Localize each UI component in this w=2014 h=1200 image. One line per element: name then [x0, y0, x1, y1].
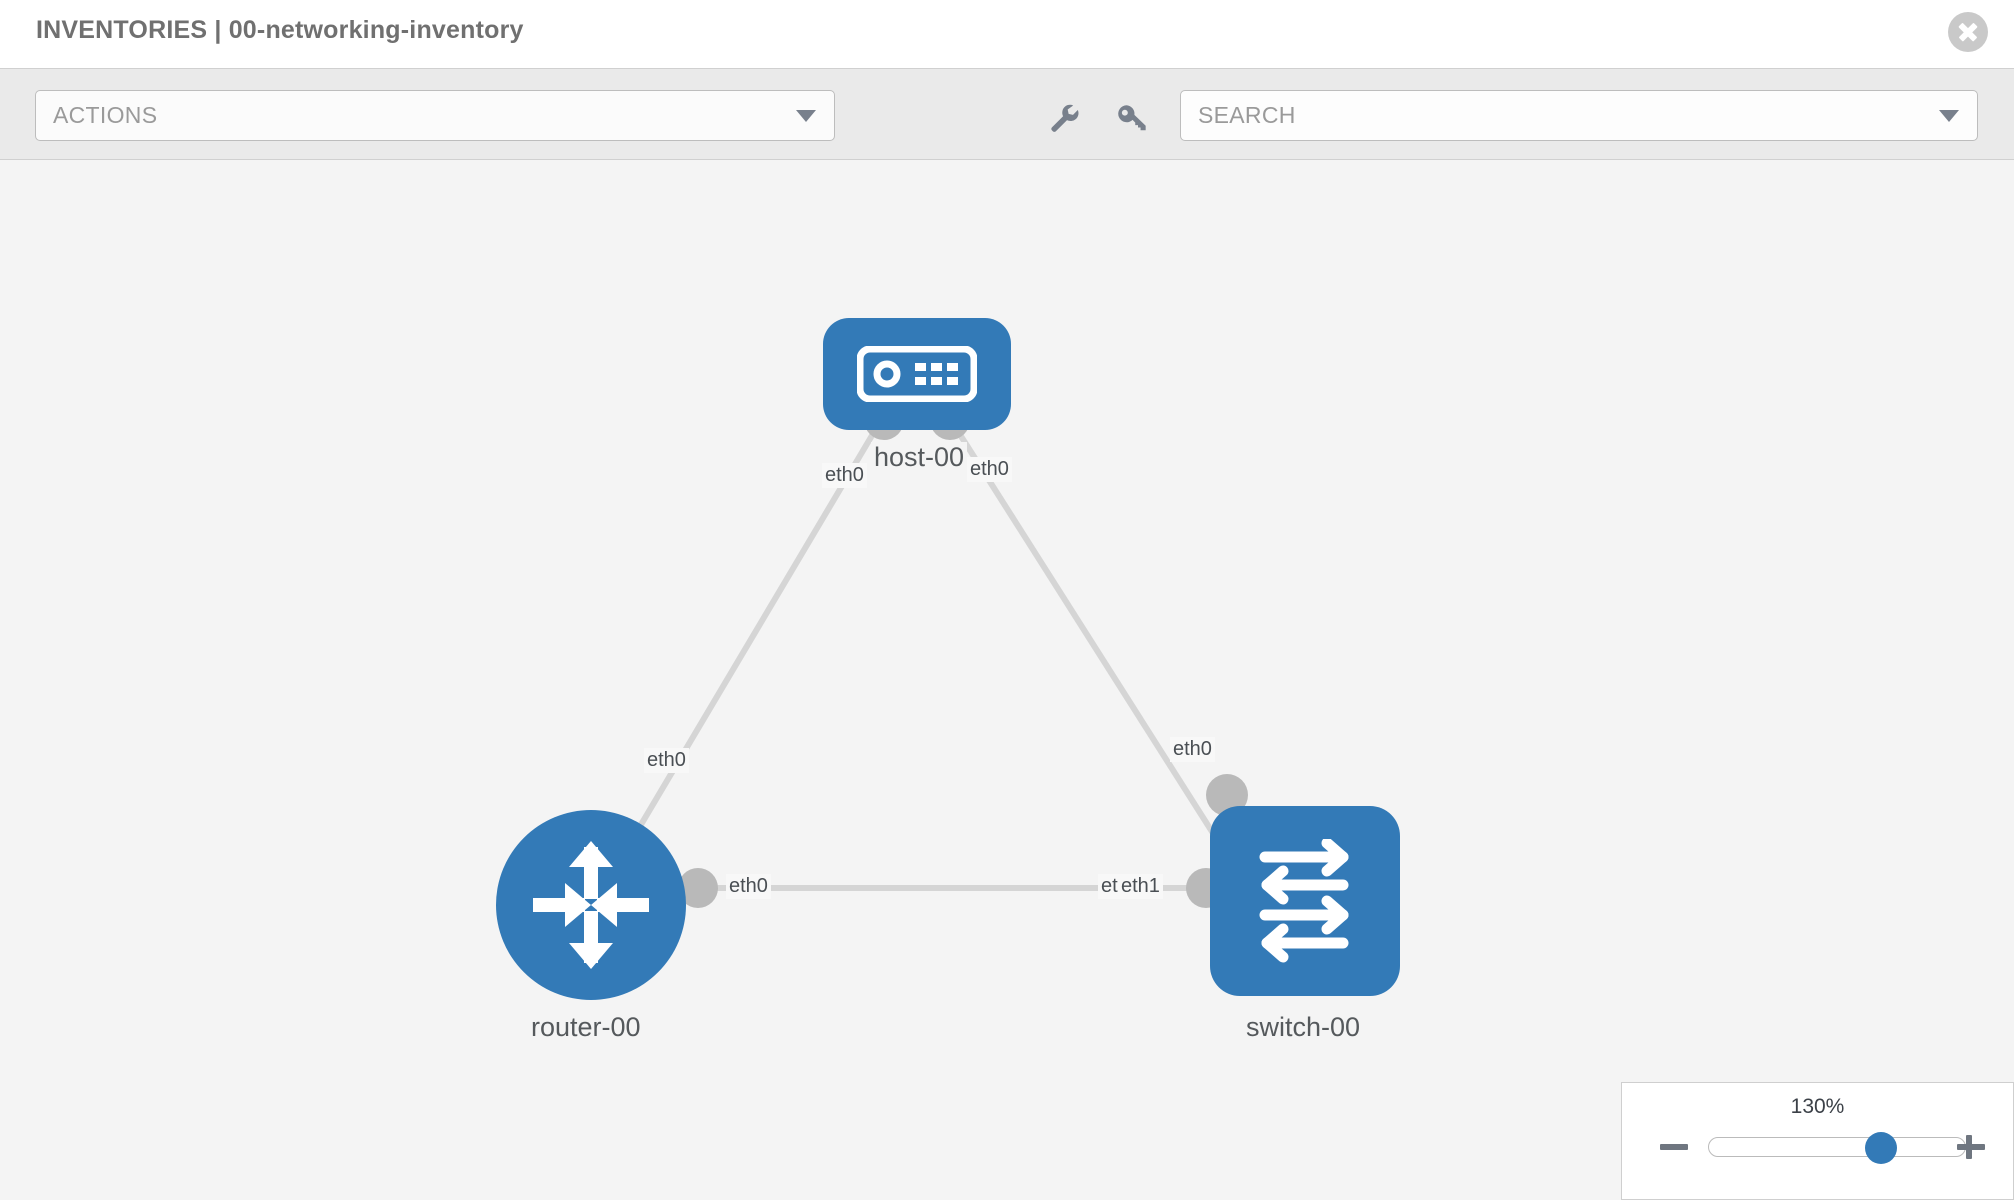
switch-icon: [1243, 837, 1367, 968]
link-host-switch[interactable]: [949, 420, 1233, 862]
node-switch-00[interactable]: [1210, 806, 1400, 996]
edge-label-router-up: eth0: [644, 748, 689, 773]
edge-label-switch-left: eth1: [1118, 874, 1163, 899]
zoom-out-button[interactable]: [1658, 1131, 1690, 1163]
edge-label-host-right: eth0: [967, 457, 1012, 482]
topology-canvas[interactable]: host-00: [0, 160, 2014, 1200]
node-host-00-shape[interactable]: [823, 318, 1011, 430]
search-input-placeholder: SEARCH: [1198, 102, 1296, 128]
edge-label-switch-up: eth0: [1170, 737, 1215, 762]
edge-label-switch-left-occluded: et: [1098, 874, 1121, 899]
zoom-in-button[interactable]: [1955, 1131, 1987, 1163]
node-label-host-00: host-00: [871, 442, 968, 473]
page-title: INVENTORIES | 00-networking-inventory: [36, 16, 524, 44]
zoom-slider-track[interactable]: [1708, 1132, 1966, 1164]
node-router-00[interactable]: [496, 810, 686, 1000]
node-host-00[interactable]: [823, 318, 1011, 430]
node-label-switch-00: switch-00: [1243, 1012, 1364, 1043]
wrench-icon[interactable]: [1046, 101, 1080, 135]
edge-label-host-left: eth0: [822, 463, 867, 488]
node-label-router-00: router-00: [528, 1012, 644, 1043]
router-icon: [525, 839, 657, 976]
close-icon[interactable]: [1948, 12, 1988, 52]
server-icon: [856, 345, 978, 407]
zoom-slider-handle[interactable]: [1865, 1132, 1897, 1164]
actions-dropdown[interactable]: ACTIONS: [35, 90, 835, 141]
chevron-down-icon[interactable]: [1939, 109, 1959, 122]
zoom-control-panel: 130%: [1621, 1082, 2014, 1200]
topology-links: [617, 420, 1233, 891]
actions-dropdown-label: ACTIONS: [53, 102, 158, 128]
chevron-down-icon: [796, 109, 816, 122]
page-header: INVENTORIES | 00-networking-inventory: [0, 0, 2014, 68]
link-host-router[interactable]: [617, 420, 883, 862]
edge-label-router-right: eth0: [726, 874, 771, 899]
key-icon[interactable]: [1114, 101, 1148, 135]
zoom-level-value: 130%: [1790, 1095, 1845, 1118]
search-input[interactable]: SEARCH: [1180, 90, 1978, 141]
toolbar: ACTIONS SEARCH: [0, 68, 2014, 160]
node-switch-00-shape[interactable]: [1210, 806, 1400, 996]
